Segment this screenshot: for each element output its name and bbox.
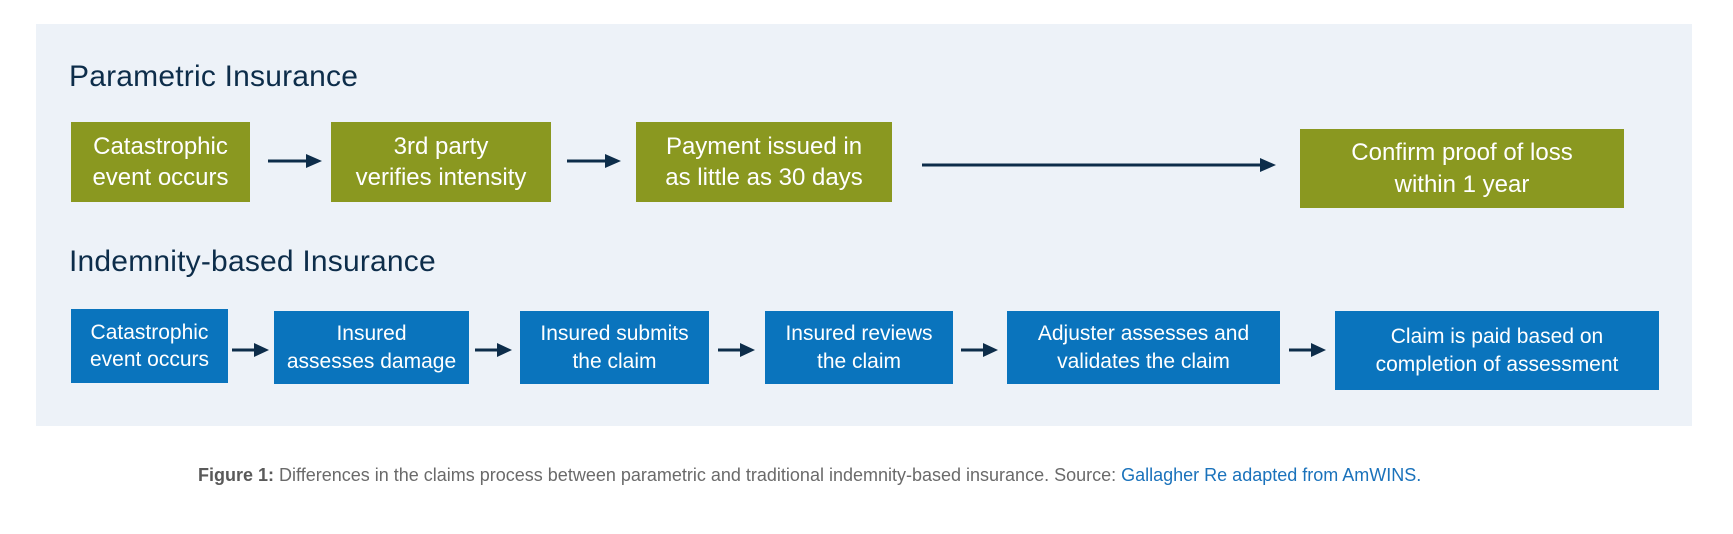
indemnity-step-6-label: Claim is paid based on completion of ass… <box>1375 325 1619 376</box>
indemnity-step-6: Claim is paid based on completion of ass… <box>1335 311 1659 390</box>
parametric-step-2-label: 3rd party verifies intensity <box>355 132 527 191</box>
indemnity-step-3: Insured submits the claim <box>520 311 709 384</box>
indemnity-step-5-label: Adjuster assesses and validates the clai… <box>1037 322 1250 373</box>
caption-label: Figure 1: <box>198 465 275 485</box>
parametric-arrow-1 <box>268 154 322 168</box>
indemnity-step-3-label: Insured submits the claim <box>540 322 689 373</box>
source-link[interactable]: Gallagher Re adapted from AmWINS. <box>1121 465 1422 485</box>
indemnity-step-5: Adjuster assesses and validates the clai… <box>1007 311 1280 384</box>
caption-text: Differences in the claims process betwee… <box>274 465 1122 485</box>
indemnity-arrow-1 <box>232 343 269 357</box>
parametric-step-3-label: Payment issued in as little as 30 days <box>665 132 863 191</box>
indemnity-step-2: Insured assesses damage <box>274 311 469 384</box>
parametric-step-4-label: Confirm proof of loss within 1 year <box>1351 139 1573 198</box>
indemnity-heading: Indemnity-based Insurance <box>69 245 436 278</box>
indemnity-step-1-label: Catastrophic event occurs <box>89 320 210 371</box>
parametric-step-3: Payment issued in as little as 30 days <box>636 122 892 202</box>
parametric-step-1: Catastrophic event occurs <box>71 122 250 202</box>
indemnity-step-4-label: Insured reviews the claim <box>785 322 933 373</box>
indemnity-arrow-5 <box>1289 343 1326 357</box>
parametric-step-4: Confirm proof of loss within 1 year <box>1300 129 1624 208</box>
indemnity-step-1: Catastrophic event occurs <box>71 309 228 383</box>
parametric-heading: Parametric Insurance <box>69 60 359 93</box>
indemnity-step-4: Insured reviews the claim <box>765 311 953 384</box>
parametric-arrow-3 <box>922 158 1276 172</box>
parametric-step-2: 3rd party verifies intensity <box>331 122 551 202</box>
indemnity-arrow-2 <box>475 343 512 357</box>
figure-caption: Figure 1: Differences in the claims proc… <box>198 465 1421 486</box>
parametric-step-1-label: Catastrophic event occurs <box>92 132 229 191</box>
indemnity-step-2-label: Insured assesses damage <box>286 322 457 373</box>
parametric-arrow-2 <box>567 154 621 168</box>
indemnity-arrow-4 <box>961 343 998 357</box>
indemnity-arrow-3 <box>718 343 755 357</box>
